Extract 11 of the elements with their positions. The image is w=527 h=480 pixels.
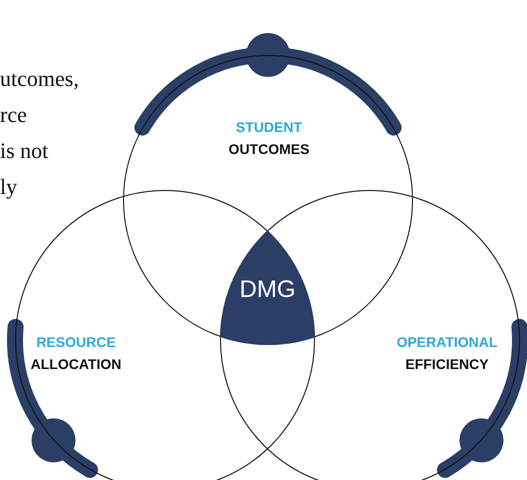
text-fragment: utcomes, [0,68,79,90]
text-fragment: rce [0,104,27,126]
category-subheading: EFFICIENCY [405,355,489,374]
text-fragment: ly [0,176,18,198]
text-fragment: is not [0,140,48,162]
category-heading: OPERATIONAL [396,333,498,352]
category-heading: STUDENT [236,118,302,137]
category-subheading: ALLOCATION [30,355,122,374]
category-heading: RESOURCE [36,333,116,352]
center-label: DMG [240,274,296,304]
category-subheading: OUTCOMES [228,140,310,159]
